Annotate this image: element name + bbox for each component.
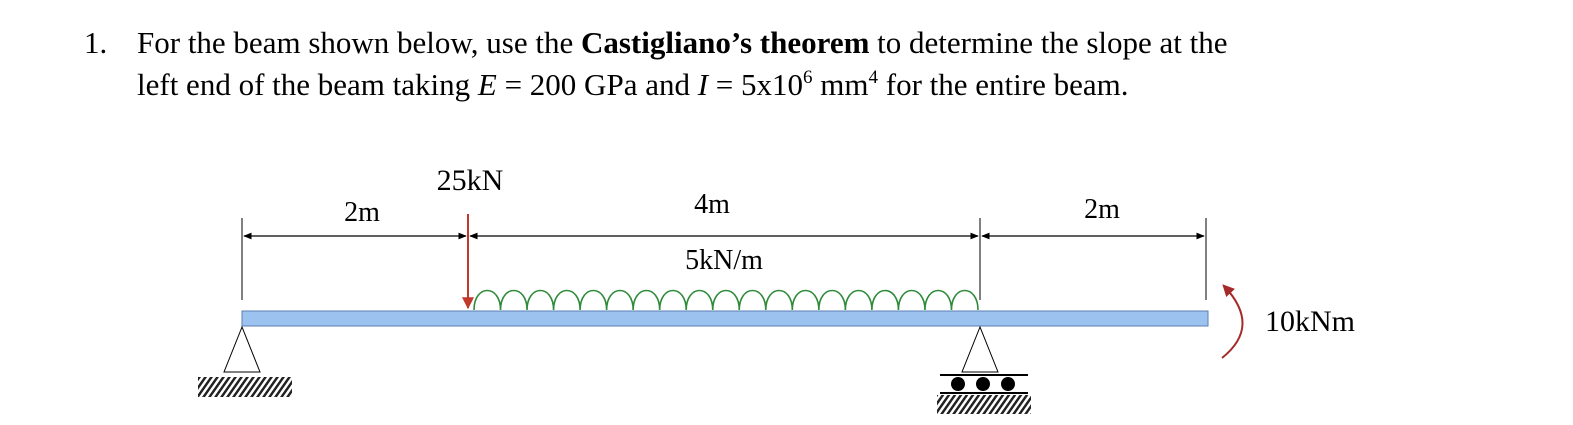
pin-support [198, 325, 292, 397]
beam [241, 310, 1209, 327]
problem-line-2: left end of the beam taking E = 200 GPa … [137, 67, 1129, 102]
theorem-name: Castigliano’s theorem [580, 25, 870, 60]
exponent-6: 6 [803, 67, 813, 88]
roller-support-ground [937, 395, 1031, 414]
moment-arc [1221, 284, 1244, 359]
udl-spring [473, 289, 979, 311]
pin-support-ground [198, 377, 292, 397]
problem-line-1: For the beam shown below, use the Castig… [137, 25, 1228, 60]
udl-label: 5kN/m [685, 245, 763, 276]
roller-support-triangle [961, 325, 999, 373]
dimension-label-1: 2m [344, 197, 380, 228]
symbol-E: E [477, 67, 497, 102]
problem-number: 1. [84, 25, 108, 60]
exponent-4: 4 [868, 67, 879, 88]
point-load-label: 25kN [437, 164, 504, 197]
roller-wheel-2 [976, 377, 990, 391]
dimension-label-2: 4m [694, 189, 730, 220]
pin-support-triangle [223, 325, 261, 373]
dimension-label-3: 2m [1084, 194, 1120, 225]
moment-label: 10kNm [1265, 305, 1355, 338]
roller-support [937, 325, 1031, 414]
roller-wheel-1 [951, 377, 965, 391]
symbol-I: I [697, 67, 709, 102]
roller-wheel-3 [1001, 377, 1015, 391]
